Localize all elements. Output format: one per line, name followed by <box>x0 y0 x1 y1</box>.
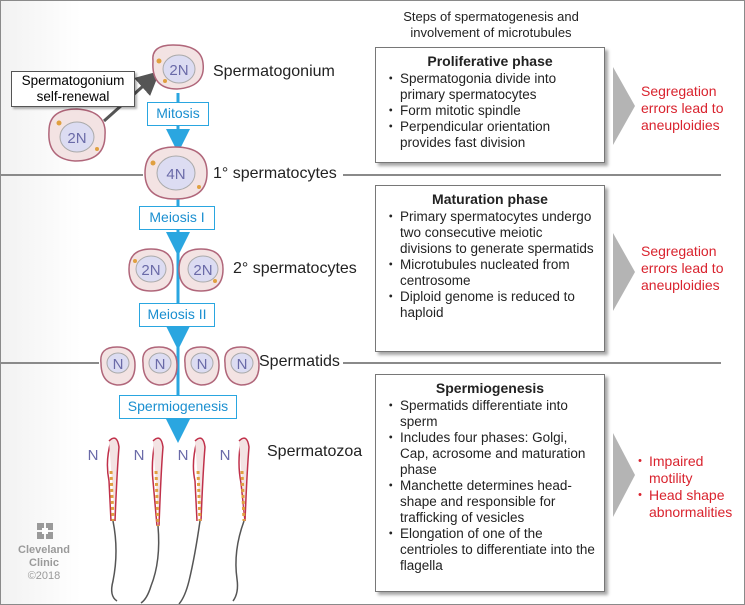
meiosis-2-box: Meiosis II <box>139 303 215 327</box>
ploidy-label-spermatid-4: N <box>237 356 248 373</box>
ploidy-label-spermatogonium: 2N <box>169 62 188 79</box>
panel-maturation: Maturation phase Primary spermatocytes u… <box>375 185 605 352</box>
logo-copyright: ©2018 <box>27 570 61 582</box>
ploidy-label-sperm-3: N <box>178 447 189 464</box>
cleveland-clinic-logo-icon <box>37 523 53 539</box>
panel-item: Spermatogonia divide into primary sperma… <box>384 71 596 103</box>
divider-line-2b <box>343 362 721 364</box>
spermatid-cell-2 <box>142 346 178 386</box>
stage-label-secondary: 2° spermatocytes <box>233 260 357 277</box>
ploidy-label-spermatid-2: N <box>155 356 166 373</box>
spermiogenesis-box: Spermiogenesis <box>119 395 237 419</box>
panel-title: Spermiogenesis <box>435 380 545 396</box>
ploidy-label-secondary-2: 2N <box>193 262 212 279</box>
secondary-spermatocyte-cell-1 <box>128 248 174 292</box>
outcome-item: Head shape abnormalities <box>633 487 744 521</box>
panel-item: Manchette determines head-shape and resp… <box>384 478 596 526</box>
stage-label-primary: 1° spermatocytes <box>213 165 337 182</box>
spermatid-cell-1 <box>100 346 136 386</box>
panel-item: Diploid genome is reduced to haploid <box>384 289 596 321</box>
spermatozoon-1 <box>106 437 120 602</box>
spermatid-cell-4 <box>224 346 260 386</box>
divider-line-1b <box>343 174 721 176</box>
panel-spermiogenesis: Spermiogenesis Spermatids differentiate … <box>375 374 605 592</box>
panel-item: Spermatids differentiate into sperm <box>384 398 596 430</box>
cell-diagram: 2N 2N 4N 2N 2N N N N N N N N N <box>37 44 260 604</box>
outcome-maturation: Segregation errors lead to aneuploidies <box>641 243 724 293</box>
panel-proliferative: Proliferative phase Spermatogonia divide… <box>375 47 605 163</box>
stage-label-spermatogonium: Spermatogonium <box>213 63 335 80</box>
secondary-spermatocyte-cell-2 <box>178 248 224 292</box>
arrow-chevron-1 <box>613 67 635 145</box>
outcome-item: Impaired motility <box>633 453 744 487</box>
spermatid-cell-3 <box>184 346 220 386</box>
cleveland-clinic-logo: Cleveland Clinic ©2018 <box>13 524 75 583</box>
divider-line-1 <box>1 174 143 176</box>
outcome-proliferative: Segregation errors lead to aneuploidies <box>641 83 724 133</box>
outcome-spermiogenesis: Impaired motility Head shape abnormaliti… <box>633 453 744 521</box>
header-text: Steps of spermatogenesis and involvement… <box>403 9 579 40</box>
self-renewal-cell <box>48 108 106 162</box>
panel-title: Maturation phase <box>432 191 548 207</box>
spermatogonium-cell <box>152 44 204 90</box>
spermatozoon-3 <box>178 437 206 604</box>
mitosis-box: Mitosis <box>147 102 209 126</box>
logo-name-line-1: Cleveland <box>18 544 70 556</box>
primary-spermatocyte-cell <box>144 146 208 200</box>
panel-item: Form mitotic spindle <box>384 103 596 119</box>
panel-item: Includes four phases: Golgi, Cap, acroso… <box>384 430 596 478</box>
stage-label-spermatids: Spermatids <box>259 353 340 370</box>
panel-item: Microtubules nucleated from centrosome <box>384 257 596 289</box>
panel-title: Proliferative phase <box>427 53 553 69</box>
spermatozoon-4 <box>232 437 250 602</box>
panel-item: Elongation of one of the centrioles to d… <box>384 526 596 574</box>
ploidy-label-self-renewal: 2N <box>67 130 86 147</box>
panel-item: Perpendicular orientation provides fast … <box>384 119 596 151</box>
ploidy-label-sperm-4: N <box>220 447 231 464</box>
ploidy-label-primary: 4N <box>166 166 185 183</box>
ploidy-label-sperm-2: N <box>134 447 145 464</box>
ploidy-label-secondary-1: 2N <box>141 262 160 279</box>
ploidy-label-sperm-1: N <box>88 447 99 464</box>
ploidy-label-spermatid-3: N <box>197 356 208 373</box>
arrow-chevron-3 <box>613 433 635 517</box>
arrow-chevron-2 <box>613 233 635 311</box>
meiosis-1-box: Meiosis I <box>139 206 215 230</box>
panel-item: Primary spermatocytes undergo two consec… <box>384 209 596 257</box>
divider-line-2 <box>1 362 99 364</box>
logo-name-line-2: Clinic <box>29 557 59 569</box>
ploidy-label-spermatid-1: N <box>113 356 124 373</box>
stage-label-spermatozoa: Spermatozoa <box>267 443 363 460</box>
spermatozoon-2 <box>140 437 164 604</box>
self-renewal-label: Spermatogonium self-renewal <box>11 71 135 107</box>
